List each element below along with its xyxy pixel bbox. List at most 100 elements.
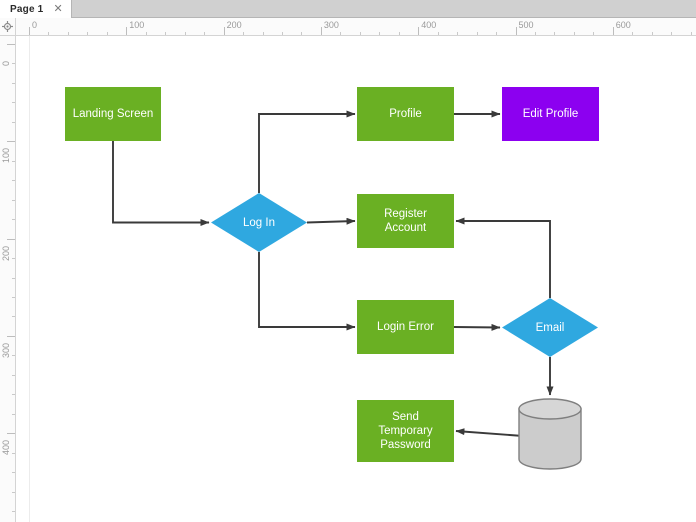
ruler-tick-major xyxy=(418,27,420,35)
ruler-tick-minor xyxy=(12,511,15,513)
ruler-tick-minor xyxy=(457,32,459,35)
ruler-label: 200 xyxy=(226,20,242,30)
ruler-tick-minor xyxy=(690,32,692,35)
ruler-tick-major xyxy=(126,27,128,35)
ruler-tick-minor xyxy=(651,32,653,35)
edge-login-to-register[interactable] xyxy=(306,217,356,225)
ruler-tick-minor xyxy=(12,374,15,376)
ruler-tick-minor xyxy=(12,121,15,123)
ruler-tick-minor xyxy=(12,491,15,493)
ruler-tick-minor xyxy=(359,32,361,35)
ruler-tick-minor xyxy=(340,32,342,35)
ruler-label: 500 xyxy=(518,20,534,30)
edge-error-to-email[interactable] xyxy=(453,323,501,331)
ruler-tick-minor xyxy=(379,32,381,35)
ruler-tick-minor xyxy=(12,219,15,221)
ruler-tick-major xyxy=(7,335,15,337)
ruler-tick-minor xyxy=(12,160,15,162)
ruler-tick-minor xyxy=(398,32,400,35)
ruler-tick-major xyxy=(7,141,15,143)
ruler-tick-minor xyxy=(554,32,556,35)
horizontal-ruler[interactable]: 0 100 200 300 400 500 600 xyxy=(16,18,696,36)
ruler-origin-corner[interactable] xyxy=(0,18,16,36)
tab-bar: Page 1 ✕ xyxy=(0,0,696,18)
ruler-tick-major xyxy=(515,27,517,35)
ruler-tick-minor xyxy=(671,32,673,35)
vertical-ruler[interactable]: 0 100 200 300 400 xyxy=(0,36,16,522)
ruler-label: 0 xyxy=(32,20,38,30)
ruler-tick-minor xyxy=(12,199,15,201)
node-profile[interactable] xyxy=(357,87,454,141)
ruler-label: 100 xyxy=(129,20,145,30)
close-icon[interactable]: ✕ xyxy=(53,2,63,15)
ruler-tick-major xyxy=(29,27,30,35)
ruler-label: 400 xyxy=(421,20,437,30)
ruler-tick-major xyxy=(7,44,15,45)
ruler-label: 200 xyxy=(1,245,11,261)
node-log-in[interactable] xyxy=(211,193,307,252)
ruler-label: 100 xyxy=(1,148,11,164)
ruler-tick-major xyxy=(612,27,614,35)
tab-label: Page 1 xyxy=(10,3,44,15)
nodes-layer xyxy=(65,87,599,470)
edge-login-to-error[interactable] xyxy=(258,252,356,331)
ruler-tick-minor xyxy=(12,82,15,84)
ruler-tick-minor xyxy=(437,32,439,35)
ruler-tick-minor xyxy=(67,32,69,35)
ruler-tick-minor xyxy=(281,32,283,35)
node-send-temp-password[interactable] xyxy=(357,400,454,462)
ruler-tick-minor xyxy=(243,32,245,35)
ruler-tick-minor xyxy=(12,63,15,65)
edges-layer xyxy=(112,110,554,439)
node-landing-screen[interactable] xyxy=(65,87,161,141)
edge-landing-to-login[interactable] xyxy=(112,141,210,226)
ruler-tick-minor xyxy=(204,32,206,35)
ruler-tick-minor xyxy=(48,32,50,35)
ruler-tick-minor xyxy=(12,258,15,260)
ruler-label: 300 xyxy=(323,20,339,30)
ruler-tick-minor xyxy=(301,32,303,35)
ruler-tick-minor xyxy=(534,32,536,35)
ruler-tick-major xyxy=(7,433,15,435)
ruler-tick-minor xyxy=(12,394,15,396)
ruler-label: 400 xyxy=(1,440,11,456)
edge-email-to-register[interactable] xyxy=(455,217,551,298)
ruler-tick-major xyxy=(7,238,15,240)
ruler-tick-minor xyxy=(184,32,186,35)
flowchart-graphic xyxy=(65,87,599,470)
ruler-tick-minor xyxy=(165,32,167,35)
ruler-label: 300 xyxy=(1,342,11,358)
ruler-tick-minor xyxy=(476,32,478,35)
ruler-tick-major xyxy=(223,27,225,35)
tab-page-1[interactable]: Page 1 ✕ xyxy=(0,0,72,18)
ruler-tick-minor xyxy=(12,296,15,298)
ruler-tick-minor xyxy=(593,32,595,35)
ruler-tick-minor xyxy=(12,472,15,474)
node-register-account[interactable] xyxy=(357,194,454,248)
ruler-tick-minor xyxy=(106,32,108,35)
node-login-error[interactable] xyxy=(357,300,454,354)
ruler-label: 600 xyxy=(615,20,631,30)
edge-login-to-profile[interactable] xyxy=(258,110,356,193)
node-edit-profile[interactable] xyxy=(502,87,599,141)
ruler-label: 0 xyxy=(1,60,11,66)
ruler-tick-minor xyxy=(262,32,264,35)
node-database[interactable] xyxy=(518,398,582,470)
ruler-tick-minor xyxy=(12,355,15,357)
ruler-tick-minor xyxy=(496,32,498,35)
ruler-tick-minor xyxy=(145,32,147,35)
ruler-tick-minor xyxy=(12,316,15,318)
ruler-tick-minor xyxy=(12,102,15,104)
ruler-tick-minor xyxy=(87,32,89,35)
ruler-tick-minor xyxy=(12,180,15,182)
ruler-tick-major xyxy=(320,27,322,35)
node-email[interactable] xyxy=(502,298,598,357)
ruler-tick-minor xyxy=(632,32,634,35)
ruler-tick-minor xyxy=(573,32,575,35)
ruler-tick-minor xyxy=(12,413,15,415)
crosshair-target-icon xyxy=(2,21,13,32)
ruler-tick-minor xyxy=(12,452,15,454)
